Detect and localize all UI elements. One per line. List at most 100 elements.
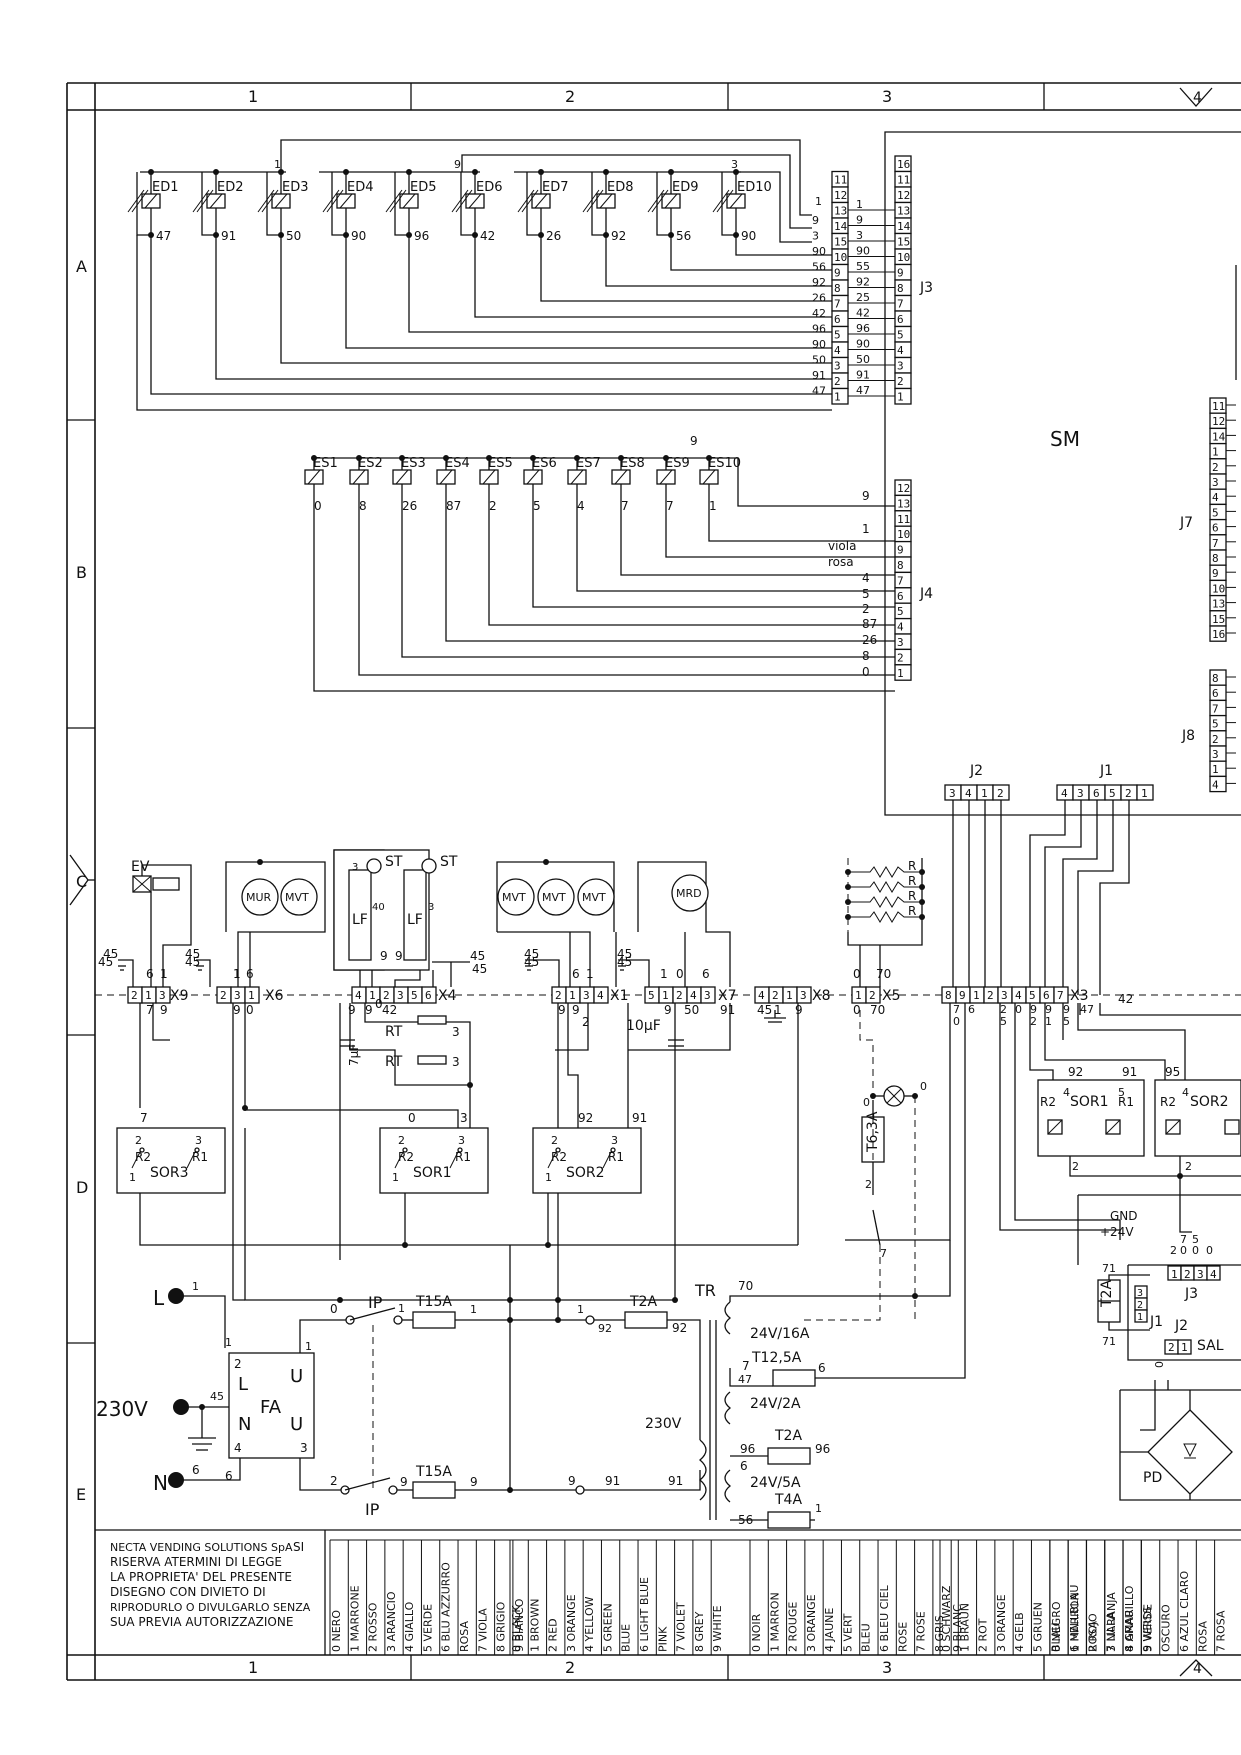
- wire-color-entry: 2 RED: [547, 1618, 560, 1652]
- ed-cap-symbol: [712, 189, 730, 213]
- x3-below-label: 2: [1000, 1003, 1007, 1016]
- j7-pin: 10: [1212, 582, 1225, 595]
- wire: [1077, 800, 1114, 995]
- fuse-t2a-primary: T2A: [629, 1294, 657, 1310]
- ed-cap-symbol: [521, 189, 539, 213]
- es-wire-label: 2: [489, 499, 497, 513]
- j4-wire-label: 0: [862, 665, 870, 679]
- j3-inner-pin: 11: [834, 174, 847, 187]
- sor3-top: 7: [140, 1111, 148, 1125]
- j1-pin: 2: [1125, 787, 1132, 800]
- ed-cap-symbol: [326, 189, 344, 213]
- junction: [845, 899, 851, 905]
- j3-wire-left: 47: [812, 385, 826, 398]
- x4-above-label: 9: [395, 949, 403, 963]
- fuse-t4a-label: T4A: [774, 1492, 802, 1508]
- wire: [331, 172, 346, 236]
- gnd-label-x7: 45: [617, 955, 632, 969]
- es-sensor-1-slash: [307, 469, 321, 485]
- es-sensor-label: ES7: [576, 456, 601, 471]
- x3-pin: 6: [1043, 989, 1050, 1002]
- x4-pin: 2: [383, 989, 390, 1002]
- wire-color-entry: 7 VIOLA: [476, 1608, 489, 1652]
- j7-pin-box: [1209, 625, 1227, 642]
- ed-wire-label: 96: [414, 229, 429, 243]
- lamp-wire: 0: [863, 1096, 870, 1109]
- sor1b-top: 92: [1068, 1065, 1083, 1079]
- row-label-c: C: [76, 872, 87, 891]
- relay-name: SOR2: [566, 1165, 605, 1181]
- lamp-wire: 2: [865, 1178, 872, 1191]
- j3-wire-left: 3: [812, 230, 819, 243]
- x6-below-label: 0: [246, 1003, 254, 1017]
- x9-below-label: 7: [146, 1003, 154, 1017]
- ed-wire-label: 50: [286, 229, 301, 243]
- fa-label: FA: [260, 1397, 282, 1418]
- x7-pin: 4: [690, 989, 697, 1002]
- x1-pin: 4: [597, 989, 604, 1002]
- j3-wire-left: 50: [812, 354, 826, 367]
- j3-inner-pin: 4: [834, 344, 841, 357]
- tr-wire: 1: [815, 1502, 822, 1515]
- j4-pin: 4: [897, 621, 904, 634]
- wire-color-entry: 7 ROSA: [1215, 1610, 1228, 1652]
- relay-pin: 3: [611, 1134, 618, 1147]
- es-sensor-4-slash: [439, 469, 453, 485]
- tr-wire: 70: [738, 1279, 753, 1293]
- ed-sensor-1-slash: [144, 193, 158, 209]
- mains-n-label: N: [153, 1471, 168, 1495]
- j4-wire-label: 9: [862, 489, 870, 503]
- es-sensor-10-slash: [702, 469, 716, 485]
- footer-notice-2: LA PROPRIETA' DEL PRESENTE: [110, 1570, 292, 1584]
- sm-control-board: SM: [884, 131, 1241, 816]
- ip-label-bottom: IP: [365, 1500, 380, 1519]
- j7-pin: 2: [1212, 461, 1219, 474]
- x7-label: X7: [718, 988, 737, 1004]
- fa-pin: 1: [305, 1340, 312, 1353]
- x1-pin-box: [593, 986, 609, 1004]
- j3-pin: 12: [897, 189, 910, 202]
- sor2-top: 92: [578, 1111, 593, 1125]
- ed-sensor-label: ED9: [672, 180, 699, 195]
- junction: [919, 899, 925, 905]
- wire-color-entry: 2 ROSSO: [367, 1602, 380, 1652]
- wire-color-entry: 5 VERDE: [421, 1604, 434, 1652]
- fuse-t15a-top: T15A: [415, 1294, 452, 1310]
- j3-inner-pin: 3: [834, 360, 841, 373]
- tr-wire: 47: [738, 1373, 752, 1386]
- j3-pin: 7: [897, 298, 904, 311]
- junction: [538, 169, 544, 175]
- x7-pin: 1: [662, 989, 669, 1002]
- j7-pin: 4: [1212, 491, 1219, 504]
- j3-wire-left: 90: [812, 338, 826, 351]
- wire: [735, 235, 832, 256]
- j4-label: J4: [919, 586, 933, 602]
- ed-sensor-label: ED4: [347, 180, 374, 195]
- x6-pin: 3: [234, 989, 241, 1002]
- j3-pin: 5: [897, 329, 904, 342]
- j4-pin-box: [894, 664, 912, 681]
- wire: [1029, 800, 1066, 995]
- ed-level-sensors: ED147ED291ED350ED490ED596ED642ED726ED892…: [127, 139, 832, 411]
- ip-label-top: IP: [368, 1293, 383, 1312]
- ed-wire-label: 47: [156, 229, 171, 243]
- wire-color-entry: 5 VERT: [841, 1613, 854, 1652]
- ed-sensor-10-slash: [729, 193, 743, 209]
- mvt-motor-label: MVT: [285, 891, 309, 904]
- v24-label: +24V: [1100, 1225, 1134, 1239]
- tr-wire: 56: [738, 1513, 753, 1527]
- j3b-pin-box: [1206, 1265, 1221, 1281]
- gnd-label-x6: 45: [185, 955, 200, 969]
- relay-node: [610, 1147, 616, 1153]
- x6-above-label: 6: [246, 967, 254, 981]
- junction: [603, 169, 609, 175]
- col-label-2-bottom: 2: [565, 1658, 575, 1677]
- j3-inner-pin: 8: [834, 282, 841, 295]
- j3b-wire: 5: [1192, 1233, 1199, 1246]
- wire-color-entry: BLAU: [1050, 1622, 1063, 1652]
- pd-label: PD: [1143, 1470, 1162, 1486]
- wire-color-entry: 8 GREY: [693, 1611, 706, 1652]
- ed-wire-label: 90: [741, 229, 756, 243]
- x8-below-label: 9: [795, 1003, 803, 1017]
